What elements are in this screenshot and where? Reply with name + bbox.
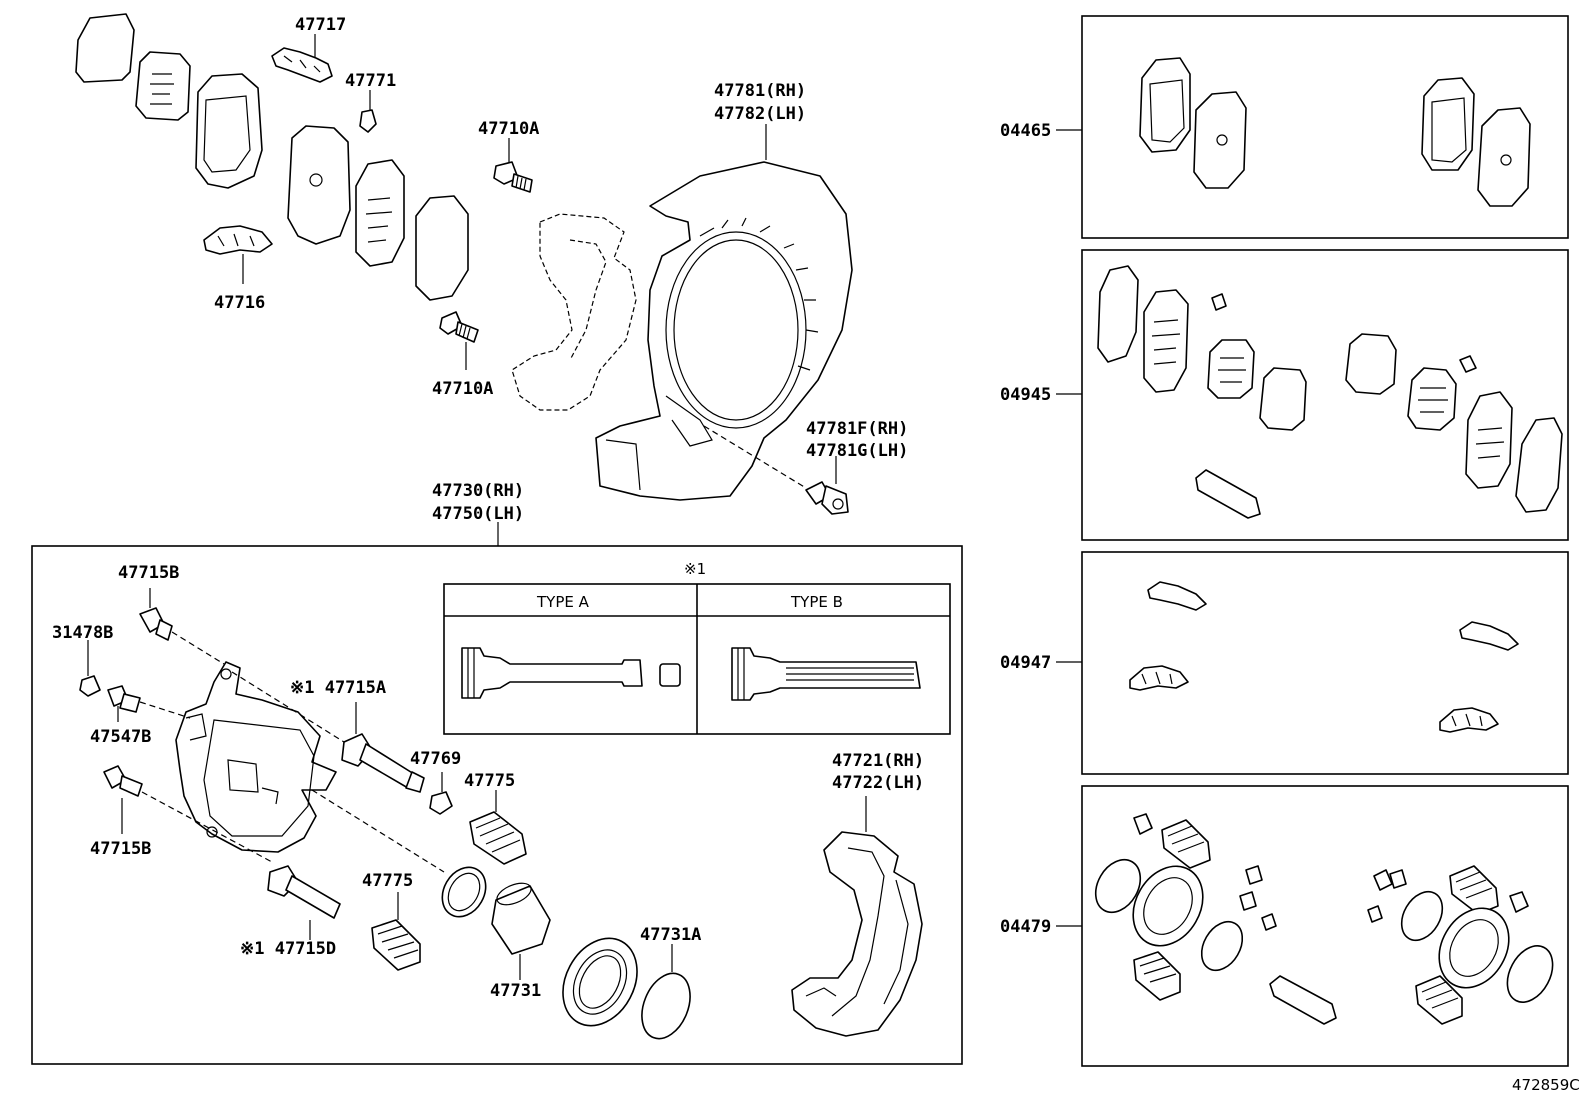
label-47775-a: 47775 (464, 771, 515, 791)
bolt-47710a-bottom (439, 311, 479, 370)
label-kit-04945: 04945 (1000, 385, 1051, 405)
label-47715b-top: 47715B (118, 563, 179, 583)
label-47715a: ※1 47715A (290, 678, 386, 698)
label-kit-04479: 04479 (1000, 917, 1051, 937)
caliper-assembly-frame (31, 545, 963, 1065)
pad-wear-indicator-47771 (359, 90, 377, 133)
cylinder-kit-47731 (562, 937, 638, 1027)
inset-note: ※1 (684, 560, 706, 578)
caliper-mounting-47721 (791, 796, 923, 1037)
label-47781: 47781(RH) (714, 81, 806, 101)
bolt-47715b-bottom (103, 765, 273, 863)
slide-pin-47715a (231, 671, 425, 793)
kit-04945-parts (1097, 265, 1563, 519)
disc-brake-pad-inner (287, 125, 351, 245)
kit-04945-frame (1081, 249, 1569, 541)
label-47730: 47730(RH) (432, 481, 524, 501)
bolt-47710a-top (493, 138, 533, 193)
bolt-47781f (703, 425, 849, 515)
label-47721: 47721(RH) (832, 751, 924, 771)
ring-47731a (641, 944, 691, 1040)
boot-47775-a (469, 790, 527, 865)
kit-04479-seals (1094, 813, 1554, 1025)
label-47715d: ※1 47715D (240, 939, 336, 959)
inset-type-b: TYPE B (790, 593, 843, 611)
label-47710a-bottom: 47710A (432, 379, 493, 399)
slide-pin-47715d (267, 865, 341, 940)
label-kit-04465: 04465 (1000, 121, 1051, 141)
label-47731a: 47731A (640, 925, 701, 945)
boot-47775-b (371, 892, 421, 971)
disc-brake-dust-cover (595, 161, 853, 501)
bleeder-plug-47715b-top (139, 588, 225, 665)
label-47750: 47750(LH) (432, 504, 524, 524)
kit-04465-pads (1139, 57, 1531, 207)
label-47771: 47771 (345, 71, 396, 91)
label-47715b-bottom: 47715B (90, 839, 151, 859)
label-47547b: 47547B (90, 727, 151, 747)
kit-04947-frame (1081, 551, 1569, 775)
kit-04465-frame (1081, 15, 1569, 239)
label-47722: 47722(LH) (832, 773, 924, 793)
cap-31478b (79, 640, 101, 697)
label-47710a-top: 47710A (478, 119, 539, 139)
caliper-mount-ghost (511, 213, 637, 411)
label-47731: 47731 (490, 981, 541, 1001)
dash-line-piston (311, 789, 445, 873)
bleeder-plug-47547b (107, 685, 191, 722)
label-47769: 47769 (410, 749, 461, 769)
pad-support-plate-47717 (271, 34, 333, 83)
anti-squeal-shim-outer (75, 13, 135, 83)
caliper-body (175, 661, 337, 853)
label-kit-04947: 04947 (1000, 653, 1051, 673)
footer-diagram-code: 472859C (1512, 1076, 1580, 1094)
anti-squeal-shim-inner-2 (355, 159, 405, 267)
disc-brake-pad-outer (195, 73, 263, 189)
anti-squeal-shim-inner (135, 51, 191, 121)
anti-squeal-shim-outer-2 (415, 195, 469, 301)
piston-seal (441, 866, 487, 918)
label-31478b: 31478B (52, 623, 113, 643)
pad-support-plate-47716 (203, 225, 273, 284)
kit-04947-clips (1129, 581, 1519, 733)
label-47781g: 47781G(LH) (806, 441, 908, 461)
label-47775-b: 47775 (362, 871, 413, 891)
bushing-47769 (429, 772, 453, 815)
label-47716: 47716 (214, 293, 265, 313)
slide-pin-type-inset: ※1 TYPE A TYPE B (443, 560, 951, 735)
label-47781f: 47781F(RH) (806, 419, 908, 439)
label-47717: 47717 (295, 15, 346, 35)
inset-type-a: TYPE A (536, 593, 590, 611)
label-47782: 47782(LH) (714, 104, 806, 124)
piston-47731 (491, 882, 551, 980)
